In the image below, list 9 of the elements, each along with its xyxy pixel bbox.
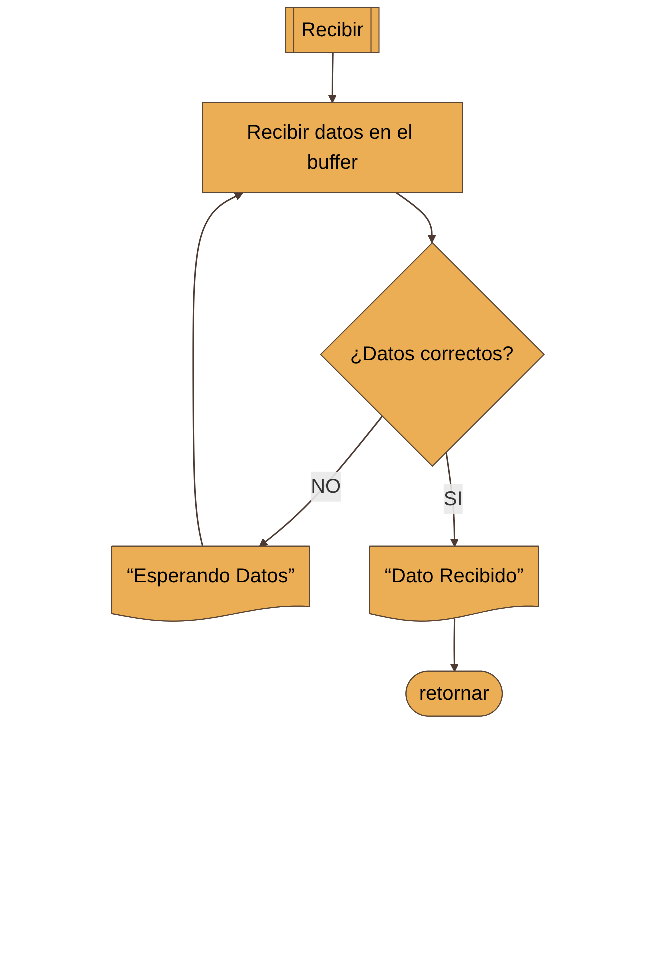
arrow (396, 192, 436, 244)
node-diamond: ¿Datos correctos? (320, 242, 545, 468)
arrow (192, 192, 244, 548)
edge-label: SI (444, 488, 463, 510)
arrow (259, 416, 383, 548)
arrow (450, 618, 459, 672)
edge-label: NO (310, 476, 341, 498)
node-box: Recibir datos en el buffer (202, 102, 463, 194)
arrow (328, 53, 337, 104)
